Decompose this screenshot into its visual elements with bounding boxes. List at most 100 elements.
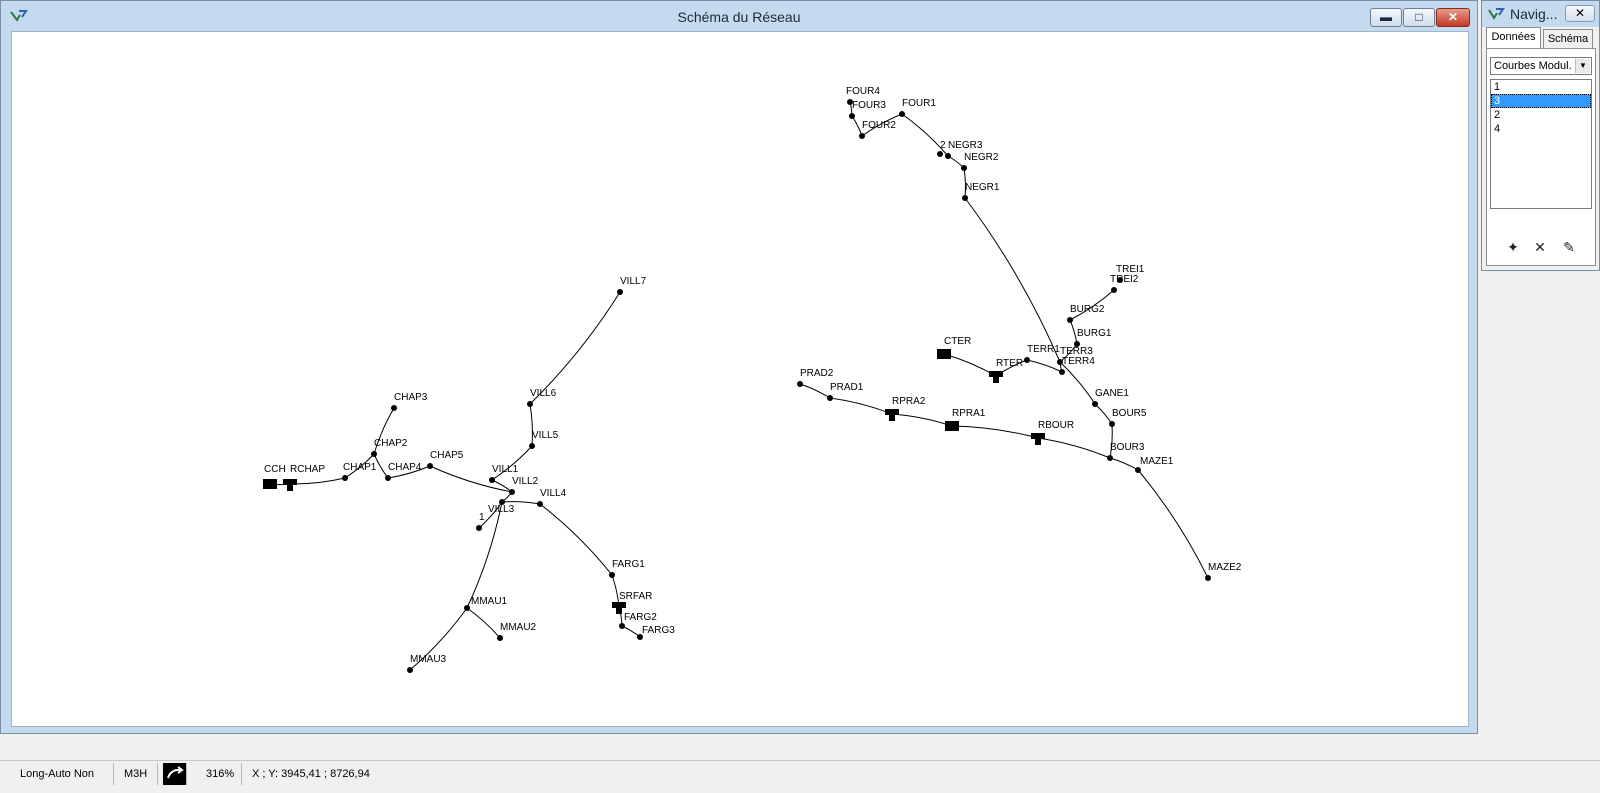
add-icon[interactable]: ✦ — [1507, 239, 1519, 255]
node-mmau2[interactable] — [497, 635, 503, 641]
node-prad1[interactable] — [827, 395, 833, 401]
node-vill7[interactable] — [617, 289, 623, 295]
pipe-rpra1-rbour[interactable] — [951, 425, 1039, 439]
pipe-mmau1-mmau2[interactable] — [466, 607, 501, 639]
minimize-button[interactable]: ▬ — [1370, 8, 1402, 27]
pump-rter-icon[interactable] — [989, 371, 1003, 383]
pipe-vill3-vill4[interactable] — [501, 501, 541, 505]
pipe-terr3-gane1[interactable] — [1059, 361, 1096, 405]
pipe-vill2-chap5[interactable] — [429, 465, 513, 493]
node-vill1[interactable] — [489, 477, 495, 483]
node-trei2[interactable] — [1111, 287, 1117, 293]
pipe-farg2-farg3[interactable] — [621, 625, 641, 638]
node-terr4[interactable] — [1059, 369, 1065, 375]
tank-rpra1-icon[interactable] — [945, 421, 959, 431]
node-negr2[interactable] — [961, 165, 967, 171]
node-mmau3[interactable] — [407, 667, 413, 673]
list-item-selected[interactable]: 3 — [1491, 94, 1591, 108]
navigator-close-button[interactable]: ✕ — [1565, 5, 1595, 22]
node-farg3[interactable] — [637, 634, 643, 640]
pipe-vill5-vill1[interactable] — [491, 445, 533, 481]
node-vill3[interactable] — [499, 499, 505, 505]
node-burg1[interactable] — [1074, 341, 1080, 347]
node-maze2[interactable] — [1205, 575, 1211, 581]
pipe-vill3-mmau1[interactable] — [466, 501, 503, 609]
node-chap3[interactable] — [391, 405, 397, 411]
node-terr1[interactable] — [1024, 357, 1030, 363]
delete-icon[interactable]: ✕ — [1534, 239, 1546, 255]
node-four4[interactable] — [847, 99, 853, 105]
pipe-bour3-maze1[interactable] — [1109, 457, 1139, 471]
node-prad2[interactable] — [797, 381, 803, 387]
pipe-trei2-burg2[interactable] — [1069, 289, 1115, 321]
pipe-cter-rter[interactable] — [943, 353, 997, 377]
pipe-vill4-farg1[interactable] — [539, 503, 613, 576]
window-title-bar[interactable]: Schéma du Réseau ▬ □ ✕ — [1, 1, 1477, 31]
pipe-four2-four1[interactable] — [861, 113, 903, 137]
maximize-button[interactable]: □ — [1403, 8, 1435, 27]
list-item[interactable]: 4 — [1494, 123, 1501, 135]
node-chap1[interactable] — [342, 475, 348, 481]
tank-cter-icon[interactable] — [937, 349, 951, 359]
node-vill6[interactable] — [527, 401, 533, 407]
node-vill4[interactable] — [537, 501, 543, 507]
pipe-gane1-bour5[interactable] — [1094, 403, 1113, 425]
pipe-four3-four2[interactable] — [851, 115, 863, 137]
node-farg2[interactable] — [619, 623, 625, 629]
node-bour3[interactable] — [1107, 455, 1113, 461]
pipe-chap2-chap3[interactable] — [373, 407, 395, 455]
node-negr1[interactable] — [962, 195, 968, 201]
pump-srfar-icon[interactable] — [612, 602, 626, 614]
pipe-negr3-negr2[interactable] — [947, 155, 965, 169]
node-maze1[interactable] — [1135, 467, 1141, 473]
pipe-vill7-vill6[interactable] — [529, 291, 621, 405]
pipe-prad2-prad1[interactable] — [799, 383, 831, 399]
pipe-chap5-chap4[interactable] — [387, 465, 431, 479]
curve-list[interactable]: 1 3 2 4 — [1490, 79, 1592, 209]
pipe-vill6-vill5[interactable] — [529, 403, 533, 447]
close-button[interactable]: ✕ — [1436, 8, 1470, 27]
node-chap4[interactable] — [385, 475, 391, 481]
pump-rbour-icon[interactable] — [1031, 433, 1045, 445]
node-negr3[interactable] — [945, 153, 951, 159]
pipe-maze1-maze2[interactable] — [1137, 469, 1209, 579]
navigator-title-bar[interactable]: Navig... ✕ — [1482, 1, 1599, 27]
pipe-burg2-burg1[interactable] — [1069, 319, 1078, 345]
node-chap5[interactable] — [427, 463, 433, 469]
node-chap2[interactable] — [371, 451, 377, 457]
node-gane1[interactable] — [1092, 401, 1098, 407]
tab-donnees[interactable]: Données — [1486, 27, 1541, 49]
pipe-chap1-rchap[interactable] — [289, 477, 346, 485]
node-four3[interactable] — [849, 113, 855, 119]
curve-type-select[interactable]: Courbes Modul. ▼ — [1490, 57, 1592, 75]
pipe-rbour-bour3[interactable] — [1037, 437, 1111, 459]
pump-rpra2-icon[interactable] — [885, 409, 899, 421]
node-2[interactable] — [937, 151, 943, 157]
pump-rchap-icon[interactable] — [283, 479, 297, 491]
pipe-four1-negr3[interactable] — [901, 113, 949, 157]
node-mmau1[interactable] — [464, 605, 470, 611]
pipe-mmau1-mmau3[interactable] — [409, 607, 468, 671]
tank-cch-icon[interactable] — [263, 479, 277, 489]
node-vill2[interactable] — [509, 489, 515, 495]
node-terr3[interactable] — [1057, 359, 1063, 365]
pipe-terr1-terr4[interactable] — [1026, 359, 1063, 373]
node-four1[interactable] — [899, 111, 905, 117]
node-bour5[interactable] — [1109, 421, 1115, 427]
node-1[interactable] — [476, 525, 482, 531]
list-item[interactable]: 1 — [1494, 81, 1501, 93]
list-item[interactable]: 2 — [1494, 109, 1501, 121]
pipe-chap2-chap1[interactable] — [344, 453, 375, 479]
node-four2[interactable] — [859, 133, 865, 139]
pipe-prad1-rpra2[interactable] — [829, 397, 893, 415]
node-farg1[interactable] — [609, 572, 615, 578]
node-trei1[interactable] — [1117, 277, 1123, 283]
pipe-rpra2-rpra1[interactable] — [891, 413, 953, 427]
chevron-down-icon[interactable]: ▼ — [1575, 59, 1590, 73]
pipe-negr1-terr3[interactable] — [964, 197, 1061, 363]
edit-icon[interactable]: ✎ — [1563, 239, 1575, 255]
tab-schema[interactable]: Schéma — [1543, 29, 1593, 49]
network-diagram[interactable]: VILL7VILL6VILL5VILL1VILL2VILL3VILL4CHAP3… — [12, 32, 1468, 726]
node-vill5[interactable] — [529, 443, 535, 449]
